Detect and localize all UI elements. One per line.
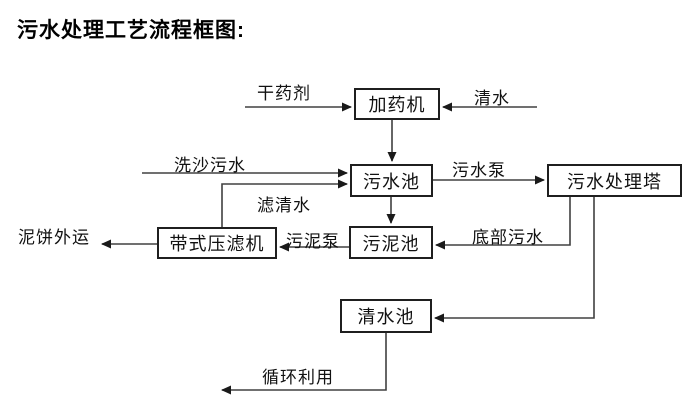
label-recycling: 循环利用	[262, 368, 334, 387]
label-sewage-pump: 污水泵	[452, 161, 506, 180]
edge-clean-water-pool-to-recycling	[221, 333, 387, 395]
node-treatment-tower: 污水处理塔	[547, 164, 682, 197]
edge-treatment-tower-to-clean-water-pool	[434, 197, 595, 323]
node-clean-water-pool: 清水池	[340, 299, 432, 333]
edge-filtered-water-belt-filter-to-sewage-pool	[221, 179, 348, 227]
label-sludge-pump: 污泥泵	[286, 232, 340, 251]
edge-bottom-sewage-tower-to-sludge-pool	[435, 197, 571, 250]
label-mud-cake-out: 泥饼外运	[18, 228, 90, 247]
label-bottom-sewage: 底部污水	[472, 228, 544, 247]
diagram-title: 污水处理工艺流程框图:	[17, 19, 245, 42]
label-filtered-water: 滤清水	[257, 196, 311, 215]
node-dosing-machine: 加药机	[354, 88, 440, 120]
node-belt-filter-press: 带式压滤机	[157, 227, 277, 259]
label-dry-agent: 干药剂	[257, 84, 311, 103]
label-sand-washing-sewage: 洗沙污水	[174, 156, 246, 175]
label-clean-water: 清水	[474, 89, 510, 108]
node-sewage-pool: 污水池	[350, 164, 433, 197]
node-sludge-pool: 污泥池	[349, 226, 433, 259]
